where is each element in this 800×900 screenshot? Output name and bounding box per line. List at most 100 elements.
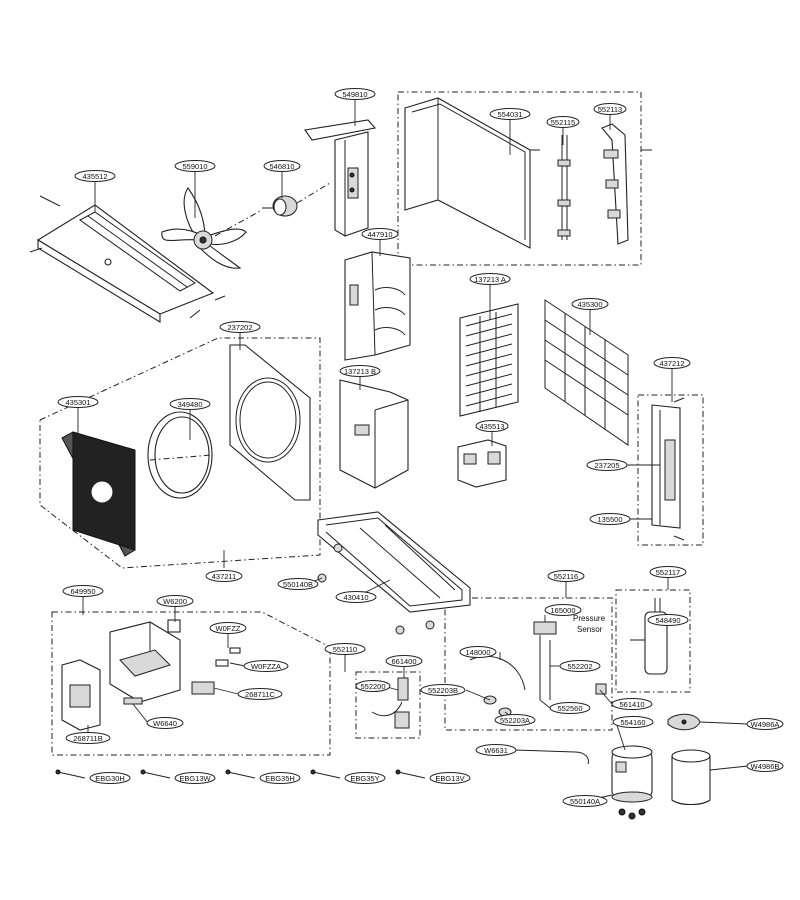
callout-part-number: 349480	[177, 400, 202, 409]
front-grille-group-box	[39, 337, 321, 569]
callout-part-number: W4986A	[751, 720, 780, 729]
callout-oval	[544, 604, 582, 616]
callout-label-l22: 649950	[62, 585, 104, 597]
callout-part-number: 148000	[465, 648, 490, 657]
callout-oval	[562, 795, 608, 807]
callout-part-number: 435512	[82, 172, 107, 181]
callout-part-number: 437211	[212, 572, 236, 581]
callout-oval	[571, 298, 609, 310]
callout-part-number: 546810	[269, 162, 294, 171]
callout-oval	[385, 655, 423, 667]
callout-oval	[174, 160, 216, 172]
partition-447910-part	[344, 251, 411, 361]
front-grille-part	[61, 431, 136, 557]
callout-label-l12: 137213 B	[339, 365, 381, 377]
callout-oval	[653, 357, 691, 369]
callout-part-number: 552202	[567, 662, 592, 671]
callout-oval	[611, 698, 653, 710]
callout-oval	[586, 459, 628, 471]
callout-label-l42: 554160	[612, 716, 654, 728]
callout-part-number: 268711C	[245, 690, 275, 699]
callout-label-l36: 661400	[385, 655, 423, 667]
callout-part-number: 561410	[619, 700, 644, 709]
callout-part-number: 552203A	[500, 716, 530, 725]
callout-part-number: 554031	[497, 110, 522, 119]
callout-label-l50: EBG35Y	[344, 772, 386, 784]
callout-part-number: 435301	[65, 398, 90, 407]
callout-part-number: 447910	[367, 230, 392, 239]
callout-oval	[420, 684, 466, 696]
callout-oval	[169, 398, 211, 410]
callout-part-number: 661400	[391, 657, 416, 666]
cable-row-parts	[55, 769, 426, 779]
callout-label-l45: W4986B	[746, 760, 784, 772]
callout-part-number: 552560	[557, 704, 582, 713]
callout-label-l37: 552200	[355, 680, 391, 692]
callout-oval	[361, 228, 399, 240]
callout-oval	[335, 591, 377, 603]
callout-label-l05: 435512	[74, 170, 116, 182]
side-bracket-437212-part	[651, 397, 685, 541]
callout-label-l19: 437211	[205, 570, 243, 582]
callout-label-l04: 552113	[593, 103, 627, 115]
callout-oval	[62, 585, 104, 597]
fan-motor-part	[214, 182, 331, 237]
control-box-parts	[61, 619, 241, 731]
callout-part-number: W6200	[163, 597, 187, 606]
callout-part-number: 552203B	[428, 686, 458, 695]
callout-label-l21: 430410	[335, 591, 377, 603]
callout-label-l20: 550140B	[277, 578, 319, 590]
callout-oval	[237, 688, 283, 700]
callout-label-l27: W6640	[146, 717, 184, 729]
callout-oval	[649, 566, 687, 578]
callout-oval	[174, 772, 216, 784]
callout-oval	[559, 660, 601, 672]
callout-oval	[209, 622, 247, 634]
callout-oval	[647, 614, 689, 626]
callout-part-number: 237202	[227, 323, 252, 332]
service-valve-part	[371, 677, 410, 729]
accumulator-group-box	[615, 589, 691, 693]
control-box-group-box	[51, 611, 331, 756]
callout-label-l02: 554031	[489, 108, 531, 120]
callout-part-number: 435513	[479, 422, 504, 431]
callout-oval	[146, 717, 184, 729]
callout-oval	[612, 716, 654, 728]
callout-part-number: 135500	[597, 515, 622, 524]
callout-label-l24: W0FZZ	[209, 622, 247, 634]
orifice-ring-part	[147, 411, 213, 499]
callout-label-l28: 268711B	[65, 732, 111, 744]
callout-label-l17: 237205	[586, 459, 628, 471]
callout-label-l40: 552203A	[494, 714, 536, 726]
front-panel-part	[229, 344, 311, 501]
callout-part-number: 554160	[620, 718, 645, 727]
callout-part-number: 137213 A	[474, 275, 506, 284]
callout-label-l13: 437212	[653, 357, 691, 369]
callout-oval	[475, 420, 509, 432]
callout-label-l43: W4986A	[746, 718, 784, 730]
callout-part-number: EBG30H	[95, 774, 125, 783]
callout-oval	[469, 273, 511, 285]
callout-oval	[259, 772, 301, 784]
callout-label-l47: EBG30H	[89, 772, 131, 784]
callout-part-number: 268711B	[73, 734, 102, 743]
side-bracket-group-box	[637, 394, 704, 546]
callout-label-l16: 435513	[475, 420, 509, 432]
callout-label-l33: 148000	[459, 646, 497, 658]
callout-oval	[549, 702, 591, 714]
callout-oval	[429, 772, 471, 784]
top-cover-part	[29, 195, 226, 323]
callout-label-l11: 237202	[219, 321, 261, 333]
callout-label-l31: 165000	[544, 604, 582, 616]
callout-oval	[546, 116, 580, 128]
callout-part-number: 437212	[659, 359, 684, 368]
callout-label-l14: 435301	[57, 396, 99, 408]
motor-bracket-part	[304, 119, 377, 237]
callout-oval	[89, 772, 131, 784]
callout-part-number: 552115	[551, 118, 575, 127]
callout-label-l39: 552560	[549, 702, 591, 714]
callout-label-l49: EBG35H	[259, 772, 301, 784]
callout-part-number: W0FZZA	[251, 662, 281, 671]
callout-part-number: 237205	[594, 461, 619, 470]
